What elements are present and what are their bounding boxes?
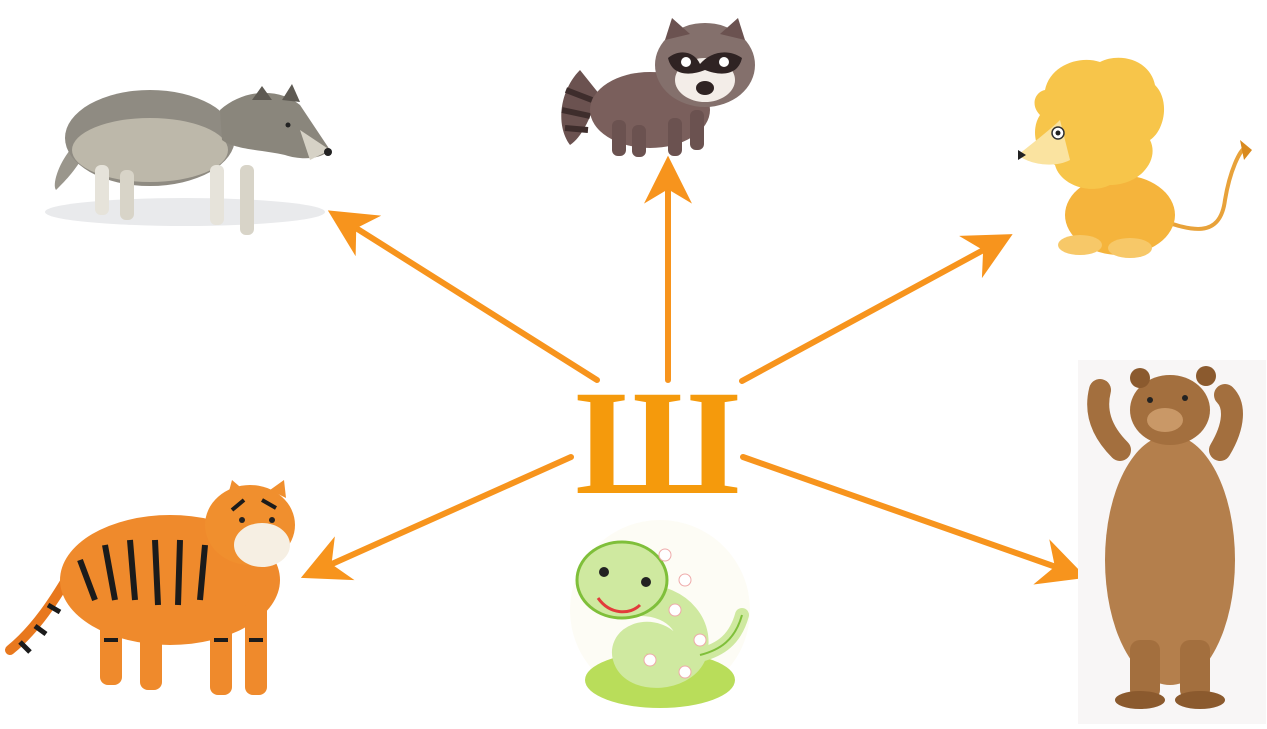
wolf-icon xyxy=(45,84,332,235)
lion-icon xyxy=(1018,57,1252,258)
snake-icon xyxy=(570,520,750,708)
tiger-icon xyxy=(5,480,295,695)
arrow-to-wolf xyxy=(327,210,600,383)
raccoon-icon xyxy=(561,18,755,157)
bear-icon xyxy=(1078,360,1266,724)
arrows-group xyxy=(300,155,1087,585)
arrow-to-tiger xyxy=(300,454,574,581)
arrow-to-lion xyxy=(739,234,1013,384)
arrow-to-bear xyxy=(740,454,1087,585)
center-letter: Ш xyxy=(575,359,740,526)
